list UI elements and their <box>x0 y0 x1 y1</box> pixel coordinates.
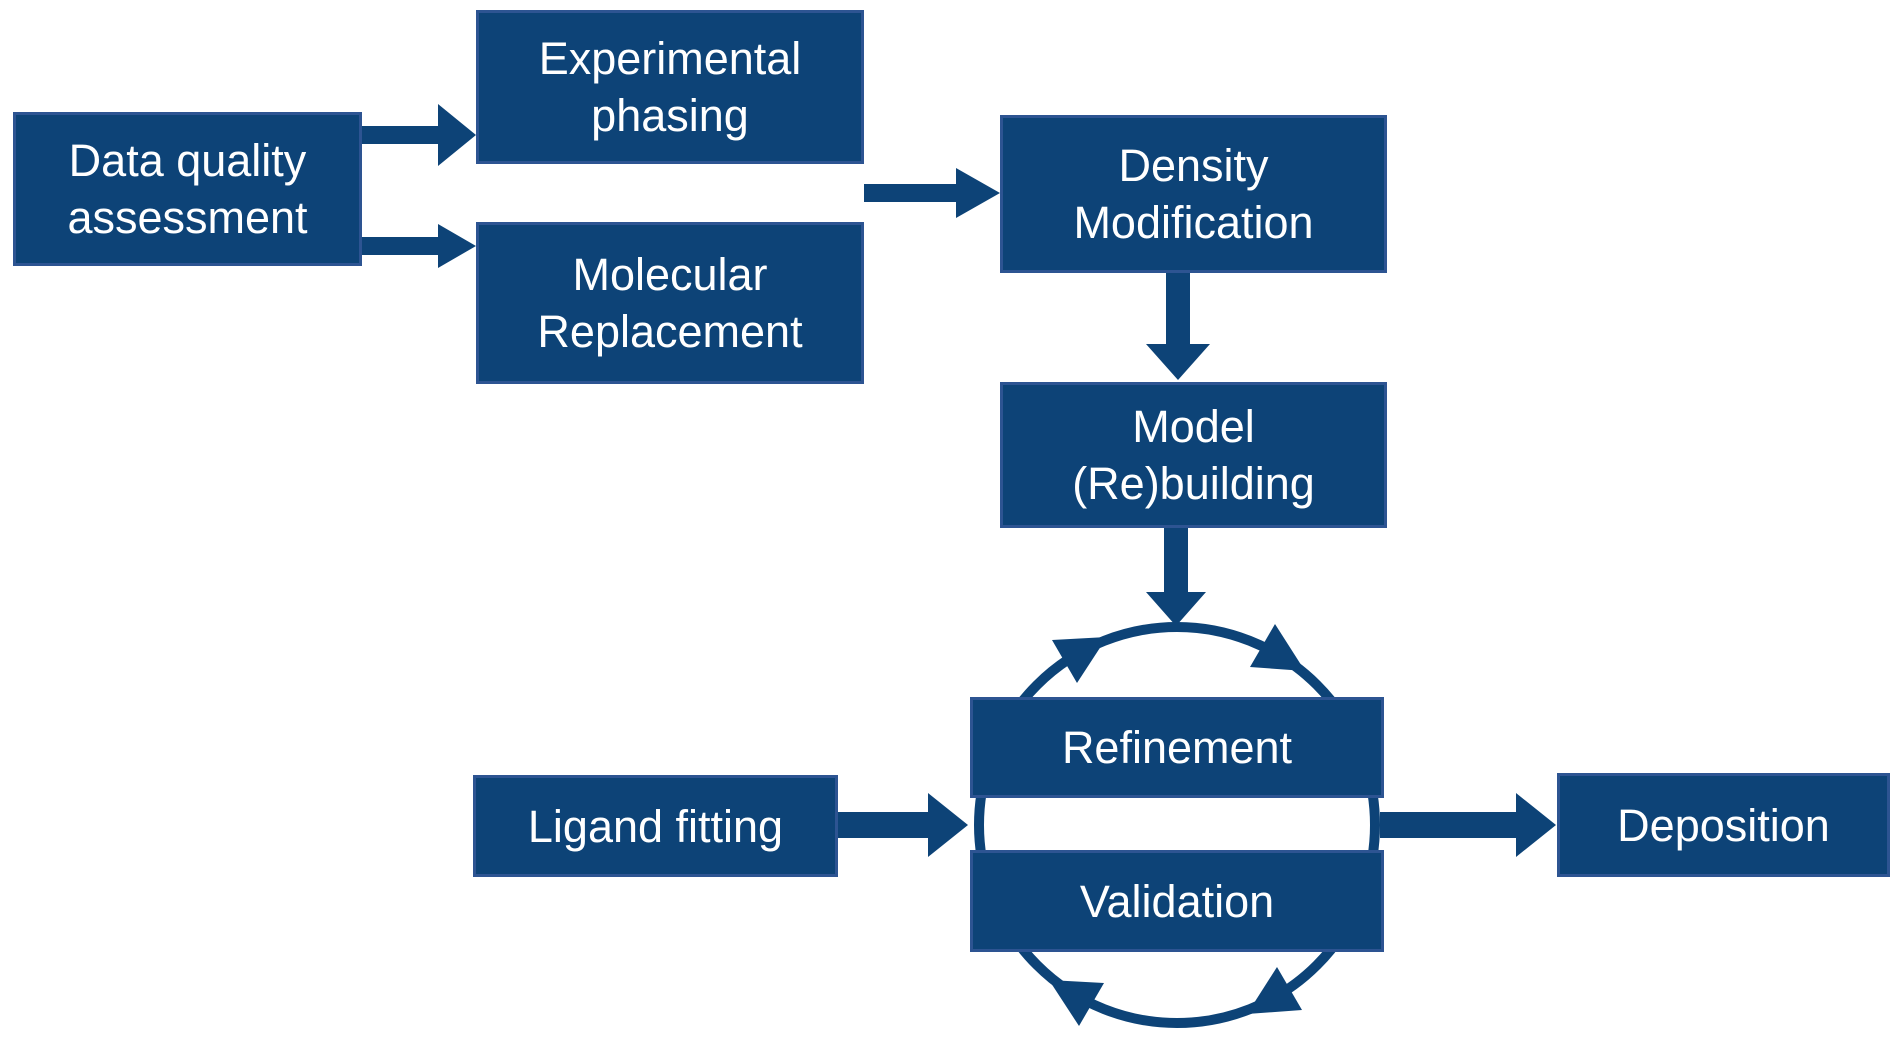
flow-node-label: Deposition <box>1617 799 1830 851</box>
flow-node-label: Density Modification <box>1073 140 1314 248</box>
arrow-ligand-to-cycle <box>838 793 968 857</box>
flow-node-refinement: Refinement <box>970 697 1384 798</box>
flow-node-label: Molecular Replacement <box>537 249 803 357</box>
flow-node-validation: Validation <box>970 850 1384 952</box>
flow-node-label: Experimental phasing <box>538 33 802 141</box>
flow-node-data-quality-assessment: Data quality assessment <box>13 112 362 266</box>
cycle-arrowhead-bottom-left-icon <box>1049 980 1104 1026</box>
flow-node-molecular-replacement: Molecular Replacement <box>476 222 864 384</box>
flow-node-density-modification: Density Modification <box>1000 115 1387 273</box>
arrow-model-to-cycle <box>1146 528 1206 626</box>
flow-node-label: Model (Re)building <box>1072 401 1315 509</box>
cycle-arrowhead-top-right-icon <box>1250 624 1305 671</box>
cycle-circle <box>974 622 1380 1028</box>
arrow-cycle-to-deposition <box>1380 793 1556 857</box>
cycle-arrowhead-top-left-icon <box>1052 637 1107 683</box>
cycle-arrowhead-bottom-right-icon <box>1247 967 1302 1014</box>
flow-node-label: Validation <box>1079 875 1275 927</box>
flow-node-deposition: Deposition <box>1557 773 1890 877</box>
flow-node-label: Ligand fitting <box>527 800 784 852</box>
flow-node-label: Refinement <box>1061 722 1293 773</box>
arrow-dqa-to-experimental-phasing <box>362 104 476 166</box>
arrow-phasing-to-density-modification <box>864 168 1000 218</box>
arrow-dqa-to-molecular-replacement <box>362 224 476 268</box>
flow-node-experimental-phasing: Experimental phasing <box>476 10 864 164</box>
flow-node-label: Data quality assessment <box>67 135 308 243</box>
arrow-density-to-model-rebuilding <box>1146 273 1210 380</box>
flow-node-model-rebuilding: Model (Re)building <box>1000 382 1387 528</box>
flow-node-ligand-fitting: Ligand fitting <box>473 775 838 877</box>
